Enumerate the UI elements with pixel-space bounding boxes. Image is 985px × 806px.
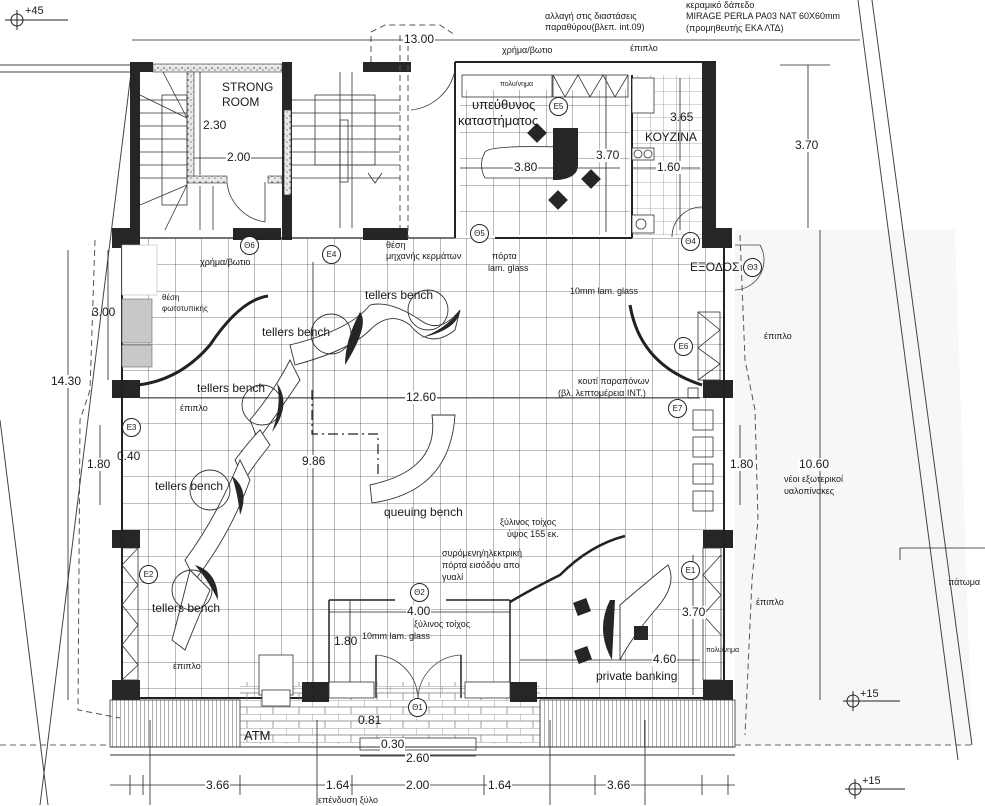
note-wood-cladding: επένδυση ξύλο	[318, 795, 379, 805]
dim-total-height: 14.30	[50, 374, 83, 389]
note-complaints-line2: (βλ. λεπτομέρεια INT.)	[558, 388, 646, 398]
dim-kitchen-width: 1.60	[656, 160, 682, 175]
dim-hall-width: 12.60	[405, 390, 438, 405]
note-glass-10mm-top: 10mm lam. glass	[570, 286, 639, 296]
level-marker-top: +45	[25, 5, 44, 17]
tag-e7: E7	[668, 399, 687, 418]
note-coin-machine-line1: θέση	[386, 240, 406, 250]
dim-door-width: 2.60	[405, 751, 431, 766]
note-wood-wall-line1: ξύλινος τοίχος	[500, 517, 557, 527]
atm-label: ATM	[244, 728, 271, 743]
dim-left-window-depth: 0.40	[117, 449, 141, 463]
tag-e4: E4	[322, 245, 341, 264]
note-multi-bottom: πολυ/νημα	[706, 647, 740, 654]
note-coin-machine-line2: μηχανής κερμάτων	[386, 251, 462, 261]
room-strong-room-line1: STRONG	[222, 80, 274, 94]
room-kitchen: ΚΟΥΖΙΝΑ	[645, 130, 697, 144]
note-multi-top: πολυ/νημα	[500, 81, 534, 88]
tag-theta2: Θ2	[410, 583, 429, 602]
dim-bottom-3: 2.00	[405, 778, 431, 793]
dim-kitchen-height: 3.65	[670, 110, 694, 124]
tag-theta1: Θ1	[408, 698, 427, 717]
tellers-bench-label: tellers bench	[155, 479, 224, 493]
tag-e2: E2	[139, 565, 158, 584]
tag-theta4: Θ4	[681, 232, 700, 251]
note-door-glass-line2: lam. glass	[488, 263, 529, 273]
tag-e6: E6	[674, 337, 693, 356]
dim-strong-width: 2.00	[226, 150, 252, 165]
dim-bottom-1: 3.66	[205, 778, 231, 793]
room-manager-line1: υπεύθυνος	[472, 97, 536, 112]
tag-theta6: Θ6	[240, 236, 259, 255]
dim-left-window: 1.80	[86, 457, 112, 472]
dim-right-window: 1.80	[729, 457, 755, 472]
note-safe-left: χρήμα/βωτιο	[200, 257, 251, 267]
note-furniture-left: έπιπλο	[180, 403, 208, 413]
tellers-bench-label: tellers bench	[365, 288, 434, 302]
tag-e3: E3	[122, 418, 141, 437]
tellers-bench-label: tellers bench	[197, 381, 266, 395]
level-marker-right: +15	[860, 688, 879, 700]
level-marker-bottom: +15	[862, 775, 881, 787]
dim-right-upper-height: 3.70	[794, 138, 820, 153]
dim-entrance-height: 1.80	[334, 634, 358, 648]
dim-right-height: 10.60	[798, 457, 831, 472]
note-floor-right: πάτωμα	[948, 577, 981, 587]
room-manager-line2: καταστήματος	[458, 113, 539, 128]
note-furniture-top: έπιπλο	[630, 43, 658, 53]
dim-copier-height: 3.00	[92, 305, 116, 319]
note-glass-panels-line1: νέοι εξωτερικοί	[784, 474, 844, 484]
note-window-change-line2: παραθύρου(βλεπ. int.09)	[545, 22, 645, 32]
dim-bottom-5: 3.66	[606, 778, 632, 793]
note-tile-line3: (προμηθευτής ΕΚΑ ΛΤΔ)	[686, 23, 784, 33]
tag-e1: E1	[681, 561, 700, 580]
note-wood-wall-2: ξύλινος τοίχος	[414, 619, 471, 629]
note-furniture-bottom-left: έπιπλο	[173, 661, 201, 671]
room-exit: ΕΞΟΔΟΣ	[690, 260, 740, 274]
note-glass-10mm-bottom: 10mm lam. glass	[362, 631, 431, 641]
dim-entrance-width: 4.00	[406, 604, 432, 619]
dim-pb-width: 4.60	[652, 652, 678, 667]
dim-bottom-4: 1.64	[487, 778, 513, 793]
note-door-glass-line1: πόρτα	[492, 251, 517, 261]
dim-bottom-2: 1.64	[325, 778, 351, 793]
note-copier-line1: θέση	[162, 293, 180, 302]
note-sliding-door-line2: πόρτα εισόδου απο	[442, 560, 520, 570]
dim-strong-height: 2.30	[203, 118, 227, 132]
room-strong-room-line2: ROOM	[222, 95, 260, 109]
note-safe-top: χρήμα/βωτιο	[502, 45, 553, 55]
note-tile-line2: MIRAGE PERLA PA03 NAT 60X60mm	[686, 11, 841, 21]
tag-theta3: Θ3	[743, 258, 762, 277]
room-private-banking: private banking	[596, 669, 678, 683]
note-copier-line2: φωτοτυπικής	[162, 304, 208, 313]
note-complaints-line1: κουτί παραπόνων	[578, 376, 650, 386]
note-furniture-right-upper: έπιπλο	[764, 331, 792, 341]
dim-pb-height: 3.70	[681, 605, 707, 620]
dim-top-width: 13.00	[403, 32, 436, 47]
note-sliding-door-line3: γυαλί	[442, 572, 464, 582]
dim-office-height: 3.70	[595, 148, 621, 163]
dim-step-width: 0.30	[380, 737, 406, 752]
note-tile-line1: κεραμικό δάπεδο	[686, 0, 755, 10]
note-sliding-door-line1: συρόμενη/ηλεκτρική	[442, 548, 523, 558]
dim-office-width: 3.80	[513, 160, 539, 175]
tag-e5: E5	[549, 97, 568, 116]
tag-theta5: Θ5	[470, 224, 489, 243]
note-furniture-right-lower: έπιπλο	[756, 597, 784, 607]
dim-hall-height: 9.86	[301, 454, 327, 469]
note-wood-wall-line2: ύψος 155 εκ.	[507, 529, 559, 539]
queuing-bench-label: queuing bench	[384, 505, 463, 519]
tellers-bench-label: tellers bench	[262, 325, 331, 339]
dim-step-depth: 0.81	[358, 713, 382, 727]
note-glass-panels-line2: υαλοπίνακες	[784, 486, 835, 496]
tellers-bench-label: tellers bench	[152, 601, 221, 615]
note-window-change-line1: αλλαγή στις διαστάσεις	[545, 11, 637, 21]
